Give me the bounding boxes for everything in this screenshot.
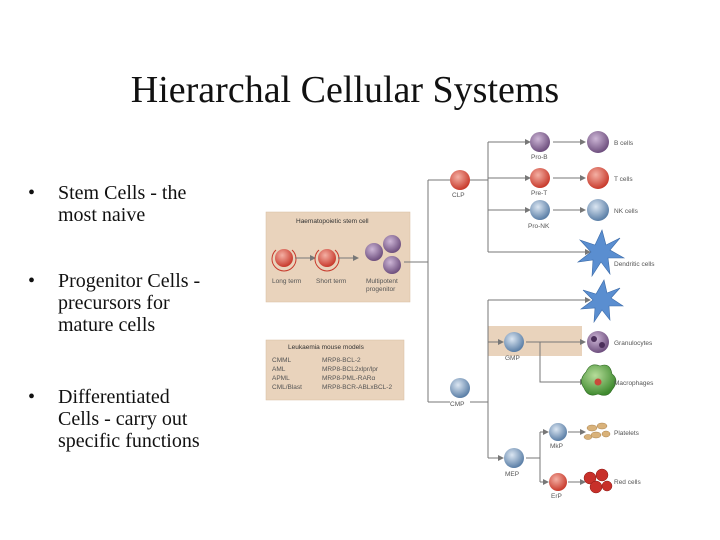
- bullet-marker: •: [28, 182, 36, 204]
- bullet-marker: •: [28, 270, 36, 292]
- models-box-title: Leukaemia mouse models: [288, 344, 365, 351]
- label-erp: ErP: [551, 493, 562, 500]
- hematopoiesis-diagram: Haematopoietic stem cell Long term Short…: [265, 131, 655, 500]
- bullet-marker: •: [28, 386, 36, 408]
- mkp-cell: [549, 423, 567, 441]
- long-term-hsc-cell: [275, 249, 293, 267]
- label-long-term: Long term: [272, 278, 301, 285]
- b-cell: [587, 131, 609, 153]
- model-disease: CMML: [272, 357, 292, 364]
- label-t-cells: T cells: [614, 176, 633, 183]
- label-macrophages: Macrophages: [614, 380, 654, 387]
- pro-b-cell: [530, 132, 550, 152]
- short-term-hsc-cell: [318, 249, 336, 267]
- clp-cell: [450, 170, 470, 190]
- gmp-highlight-box: [488, 326, 582, 356]
- label-red-cells: Red cells: [614, 479, 641, 486]
- label-pro-nk: Pro-NK: [528, 223, 550, 230]
- label-dendritic-cells: Dendritic cells: [614, 261, 655, 268]
- slide-title: Hierarchal Cellular Systems: [130, 69, 560, 111]
- erp-cell: [549, 473, 567, 491]
- leukaemia-models-box: Leukaemia mouse models CMML MRP8-BCL-2 A…: [265, 339, 405, 401]
- granulocyte-cell: [587, 331, 609, 353]
- model-disease: AML: [272, 366, 286, 373]
- label-cmp: CMP: [450, 401, 464, 408]
- label-short-term: Short term: [316, 278, 346, 285]
- label-mkp: MkP: [550, 443, 563, 450]
- hsc-box: Haematopoietic stem cell Long term Short…: [265, 211, 411, 303]
- pre-t-cell: [530, 168, 550, 188]
- model-disease: APML: [272, 375, 290, 382]
- nk-cell: [587, 199, 609, 221]
- self-renewal-arrow: [271, 249, 297, 272]
- bullet-text: Differentiated Cells - carry out specifi…: [58, 386, 200, 452]
- model-transgene: MRP8-PML-RARα: [322, 375, 375, 382]
- model-transgene: MRP8-BCR-ABLxBCL-2: [322, 384, 392, 391]
- label-nk-cells: NK cells: [614, 208, 639, 215]
- t-cell: [587, 167, 609, 189]
- pro-nk-cell: [530, 200, 550, 220]
- cmp-cell: [450, 378, 470, 398]
- label-clp: CLP: [452, 192, 465, 199]
- label-gmp: GMP: [505, 355, 520, 362]
- label-platelets: Platelets: [614, 430, 640, 437]
- label-pro-b: Pro-B: [531, 154, 548, 161]
- red-cells-cluster: [583, 468, 613, 494]
- lineage-lines: [404, 139, 591, 485]
- label-mep: MEP: [505, 471, 519, 478]
- dendritic-cell-star-1: [576, 229, 626, 278]
- platelets-cluster: [583, 422, 611, 440]
- bullet-text: Progenitor Cells - precursors for mature…: [58, 270, 201, 336]
- mep-cell: [504, 448, 524, 468]
- label-granulocytes: Granulocytes: [614, 340, 653, 347]
- hsc-box-title: Haematopoietic stem cell: [296, 218, 369, 225]
- label-pre-t: Pre-T: [531, 190, 547, 197]
- multipotent-progenitor-cell: [365, 243, 383, 261]
- label-b-cells: B cells: [614, 140, 634, 147]
- dendritic-cell-star-2: [580, 279, 624, 324]
- model-disease: CML/Blast: [272, 384, 302, 391]
- gmp-cell: [504, 332, 524, 352]
- bullet-text: Stem Cells - the most naive: [58, 182, 187, 226]
- model-transgene: MRP8-BCL2xlpr/lpr: [322, 366, 379, 373]
- model-transgene: MRP8-BCL-2: [322, 357, 361, 364]
